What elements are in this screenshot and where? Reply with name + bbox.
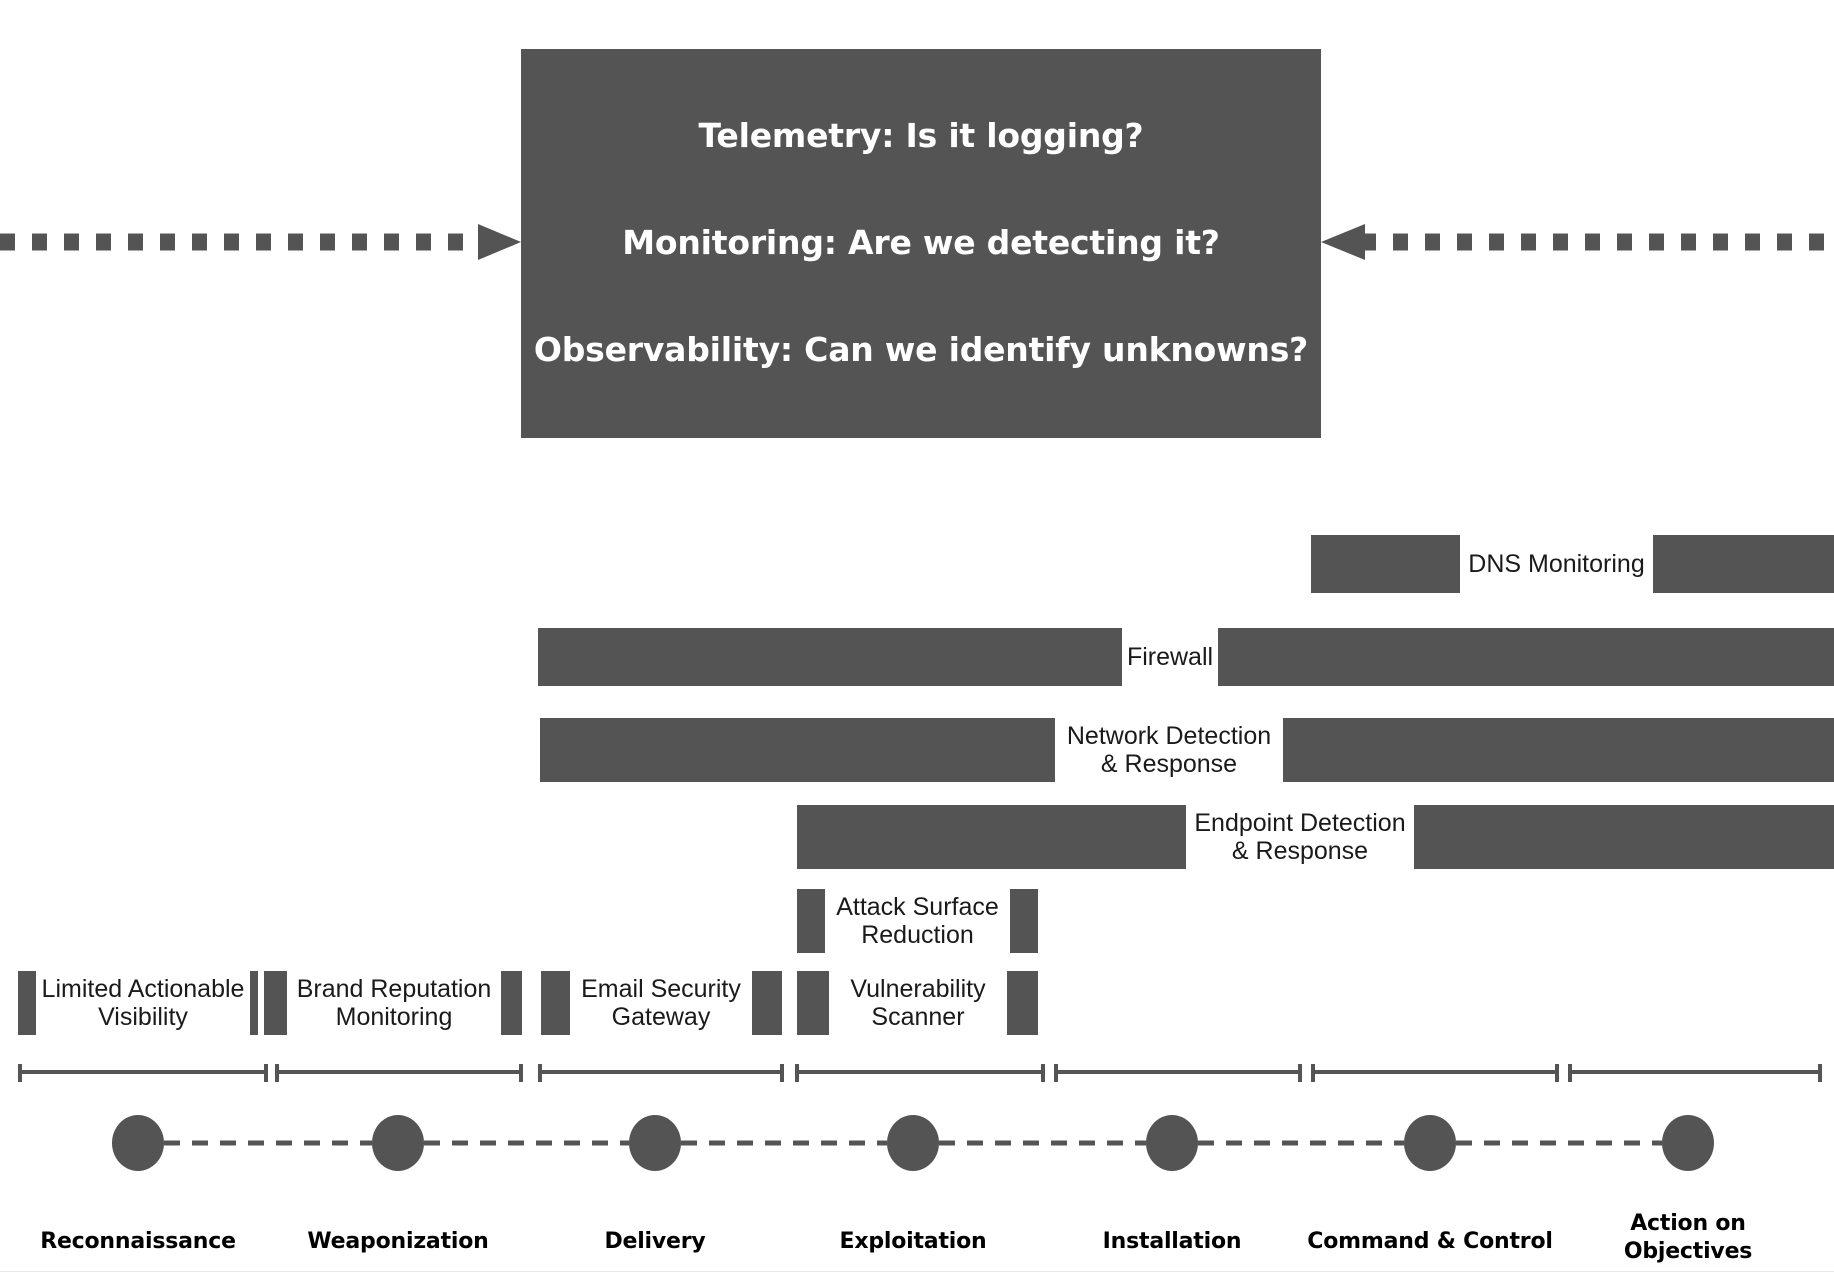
- capability-bar: DNS Monitoring: [1311, 535, 1834, 593]
- capability-bar: Email Security Gateway: [541, 971, 782, 1035]
- dotted-arrow-right-icon: [0, 224, 521, 260]
- kill-chain-node[interactable]: [1146, 1115, 1198, 1171]
- capability-bar-label: Network Detection & Response: [1066, 722, 1272, 778]
- stage-bracket: [18, 1064, 268, 1082]
- capability-bar-segment-left: [797, 889, 825, 953]
- kill-chain-timeline: [112, 1115, 1714, 1171]
- capability-bar-segment-left: [18, 971, 36, 1035]
- observability-callout-box: Telemetry: Is it logging? Monitoring: Ar…: [521, 49, 1321, 438]
- capability-bar: Attack Surface Reduction: [797, 889, 1038, 953]
- capability-bar-segment-right: [1653, 535, 1834, 593]
- stage-bracket: [1054, 1064, 1302, 1082]
- capability-bar-label: Brand Reputation Monitoring: [296, 975, 492, 1031]
- kill-chain-node[interactable]: [1662, 1115, 1714, 1171]
- kill-chain-stage-label: Weaponization: [307, 1229, 489, 1254]
- stage-bracket: [1311, 1064, 1559, 1082]
- capability-bar-label: Limited Actionable Visibility: [41, 975, 245, 1031]
- callout-line-telemetry: Telemetry: Is it logging?: [698, 116, 1144, 156]
- capability-bar: Firewall: [538, 628, 1834, 686]
- capability-bar-segment-left: [538, 628, 1122, 686]
- capability-bar-label: Endpoint Detection & Response: [1194, 809, 1406, 865]
- kill-chain-node[interactable]: [629, 1115, 681, 1171]
- capability-bar-segment-right: [1007, 971, 1038, 1035]
- capability-bar-segment-right: [1414, 805, 1834, 869]
- callout-line-monitoring: Monitoring: Are we detecting it?: [622, 223, 1220, 263]
- capability-bar: Limited Actionable Visibility: [18, 971, 258, 1035]
- kill-chain-stage-label: Exploitation: [839, 1229, 987, 1254]
- dotted-arrow-left-connector: [0, 222, 521, 262]
- capability-bar-segment-right: [1218, 628, 1834, 686]
- stage-brackets: [18, 1064, 1822, 1082]
- capability-bar: Brand Reputation Monitoring: [264, 971, 522, 1035]
- kill-chain-stage-label: Delivery: [604, 1229, 706, 1254]
- kill-chain-stage-label: Command & Control: [1307, 1229, 1553, 1254]
- dotted-arrow-right-connector: [1321, 222, 1834, 262]
- kill-chain-node[interactable]: [372, 1115, 424, 1171]
- capability-bar-segment-right: [1283, 718, 1834, 782]
- capability-bar-segment-right: [501, 971, 522, 1035]
- capability-bar-segment-left: [797, 805, 1186, 869]
- stage-bracket: [1568, 1064, 1822, 1082]
- capability-bar-label: DNS Monitoring: [1468, 550, 1645, 578]
- stage-bracket: [538, 1064, 784, 1082]
- capability-bar: Endpoint Detection & Response: [797, 805, 1834, 869]
- kill-chain-node[interactable]: [887, 1115, 939, 1171]
- capability-bar-segment-right: [1010, 889, 1038, 953]
- stage-bracket: [275, 1064, 523, 1082]
- capability-bar-label: Email Security Gateway: [581, 975, 741, 1031]
- capability-bar-segment-left: [1311, 535, 1460, 593]
- capability-bar-label: Attack Surface Reduction: [836, 893, 999, 949]
- capability-bar-segment-right: [752, 971, 782, 1035]
- kill-chain-stage-labels: Reconnaissance Weaponization Delivery Explo…: [0, 1208, 1834, 1272]
- capability-bar-segment-left: [797, 971, 829, 1035]
- capability-bar-segment-right: [250, 971, 258, 1035]
- capability-bar-label: Vulnerability Scanner: [850, 975, 986, 1031]
- capability-bar: Vulnerability Scanner: [797, 971, 1038, 1035]
- capability-bar-segment-left: [541, 971, 570, 1035]
- capability-bar-segment-left: [540, 718, 1055, 782]
- stage-bracket: [795, 1064, 1045, 1082]
- capability-bar-label: Firewall: [1126, 643, 1214, 671]
- capability-bar: Network Detection & Response: [540, 718, 1834, 782]
- capability-bar-segment-left: [264, 971, 287, 1035]
- kill-chain-node[interactable]: [112, 1115, 164, 1171]
- callout-line-observability: Observability: Can we identify unknowns?: [533, 330, 1309, 370]
- kill-chain-stage-label: Installation: [1102, 1229, 1242, 1254]
- dotted-arrow-left-icon: [1321, 224, 1834, 260]
- kill-chain-stage-label: Action on Objectives: [1623, 1211, 1753, 1264]
- kill-chain-node[interactable]: [1404, 1115, 1456, 1171]
- kill-chain-stage-label: Reconnaissance: [40, 1229, 236, 1254]
